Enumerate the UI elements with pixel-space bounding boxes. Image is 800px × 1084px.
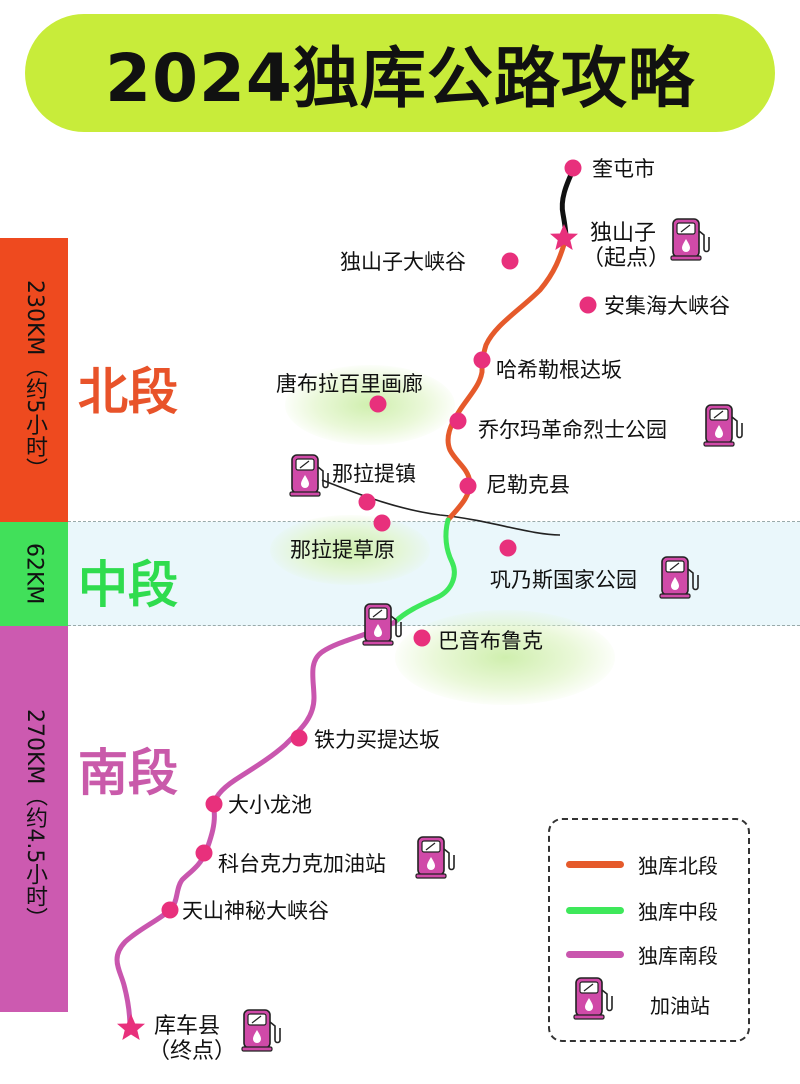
south-distance-label: 270KM（约4.5小时） [22, 708, 47, 930]
place-nalati-grassland: 那拉提草原 [290, 538, 395, 562]
end-star-icon [117, 1014, 145, 1040]
north-segment-label: 北段 [78, 363, 178, 421]
location-dot-icon [358, 493, 376, 511]
middle-route-line [392, 517, 457, 625]
place-ketaike: 科台克力克加油站 [218, 852, 386, 876]
place-nalati-town: 那拉提镇 [332, 462, 416, 486]
location-dot-icon [579, 296, 597, 314]
side-road-line [321, 479, 561, 536]
place-gongnaisi: 巩乃斯国家公园 [490, 568, 637, 592]
location-dot-icon [369, 395, 387, 413]
place-kuche: 库车县 [154, 1014, 221, 1039]
legend-north-label: 独库北段 [638, 854, 718, 878]
legend-south-swatch [566, 951, 624, 958]
middle-distance-label: 62KM [21, 543, 47, 605]
location-dot-icon [161, 901, 179, 919]
place-dushanzi: 独山子 [590, 221, 657, 246]
location-dot-icon [499, 539, 517, 557]
place-nileke: 尼勒克县 [486, 473, 570, 497]
bayinbuluke-glow [395, 610, 615, 705]
south-route-line [114, 619, 398, 1031]
location-dots [161, 159, 597, 919]
place-anjihai: 安集海大峡谷 [604, 294, 730, 318]
gas-station-icon [703, 404, 743, 447]
location-dot-icon [501, 252, 519, 270]
legend-middle-label: 独库中段 [638, 900, 718, 924]
south-segment-label: 南段 [78, 744, 178, 802]
location-dot-icon [373, 514, 391, 532]
gas-station-icon [289, 454, 329, 497]
place-bayinbuluke: 巴音布鲁克 [438, 629, 543, 653]
legend-middle: 独库中段 [566, 896, 718, 925]
gas-station-icon [659, 556, 699, 599]
gas-station-icon [670, 218, 710, 261]
start-star-icon [550, 224, 578, 250]
middle-segment-label: 中段 [78, 556, 178, 614]
location-dot-icon [459, 477, 477, 495]
location-dot-icon [564, 159, 582, 177]
legend-south-label: 独库南段 [638, 944, 718, 968]
legend-gas: 加油站 [636, 990, 710, 1019]
north-middle-divider [68, 521, 800, 522]
place-kuitun: 奎屯市 [592, 157, 655, 181]
title-banner: 2024独库公路攻略 [25, 14, 775, 132]
place-kuche-note: （终点） [148, 1039, 237, 1064]
south-distance-band: 270KM（约4.5小时） [0, 626, 68, 1012]
location-dot-icon [413, 629, 431, 647]
location-dot-icon [290, 729, 308, 747]
north-distance-band: 230KM（约5小时） [0, 238, 68, 522]
location-dot-icon [473, 351, 491, 369]
gas-station-icon [362, 603, 402, 646]
place-haxilegen: 哈希勒根达坂 [496, 358, 622, 382]
place-tangbula: 唐布拉百里画廊 [276, 372, 423, 396]
location-dot-icon [205, 795, 223, 813]
legend: 独库北段 独库中段 独库南段 加油站 [548, 818, 750, 1042]
legend-north-swatch [566, 861, 624, 868]
place-dushanzi-note: （起点） [582, 246, 671, 271]
place-dushanzi-canyon: 独山子大峡谷 [340, 250, 466, 274]
gas-station-icon [241, 1009, 281, 1052]
place-qiaerma: 乔尔玛革命烈士公园 [478, 418, 667, 442]
legend-north: 独库北段 [566, 850, 718, 879]
gas-station-icon [415, 836, 455, 879]
legend-south: 独库南段 [566, 940, 718, 969]
legend-gas-label: 加油站 [650, 994, 710, 1018]
page-title: 2024独库公路攻略 [105, 40, 695, 117]
legend-middle-swatch [566, 907, 624, 914]
location-dot-icon [195, 844, 213, 862]
middle-distance-band: 62KM [0, 522, 68, 626]
north-distance-label: 230KM（约5小时） [22, 280, 47, 480]
place-tianshan-canyon: 天山神秘大峡谷 [182, 899, 329, 923]
location-dot-icon [449, 412, 467, 430]
place-daxiaolongchi: 大小龙池 [228, 793, 312, 817]
place-tielimaiti: 铁力买提达坂 [314, 728, 440, 752]
nalati-grassland-glow [270, 515, 430, 585]
